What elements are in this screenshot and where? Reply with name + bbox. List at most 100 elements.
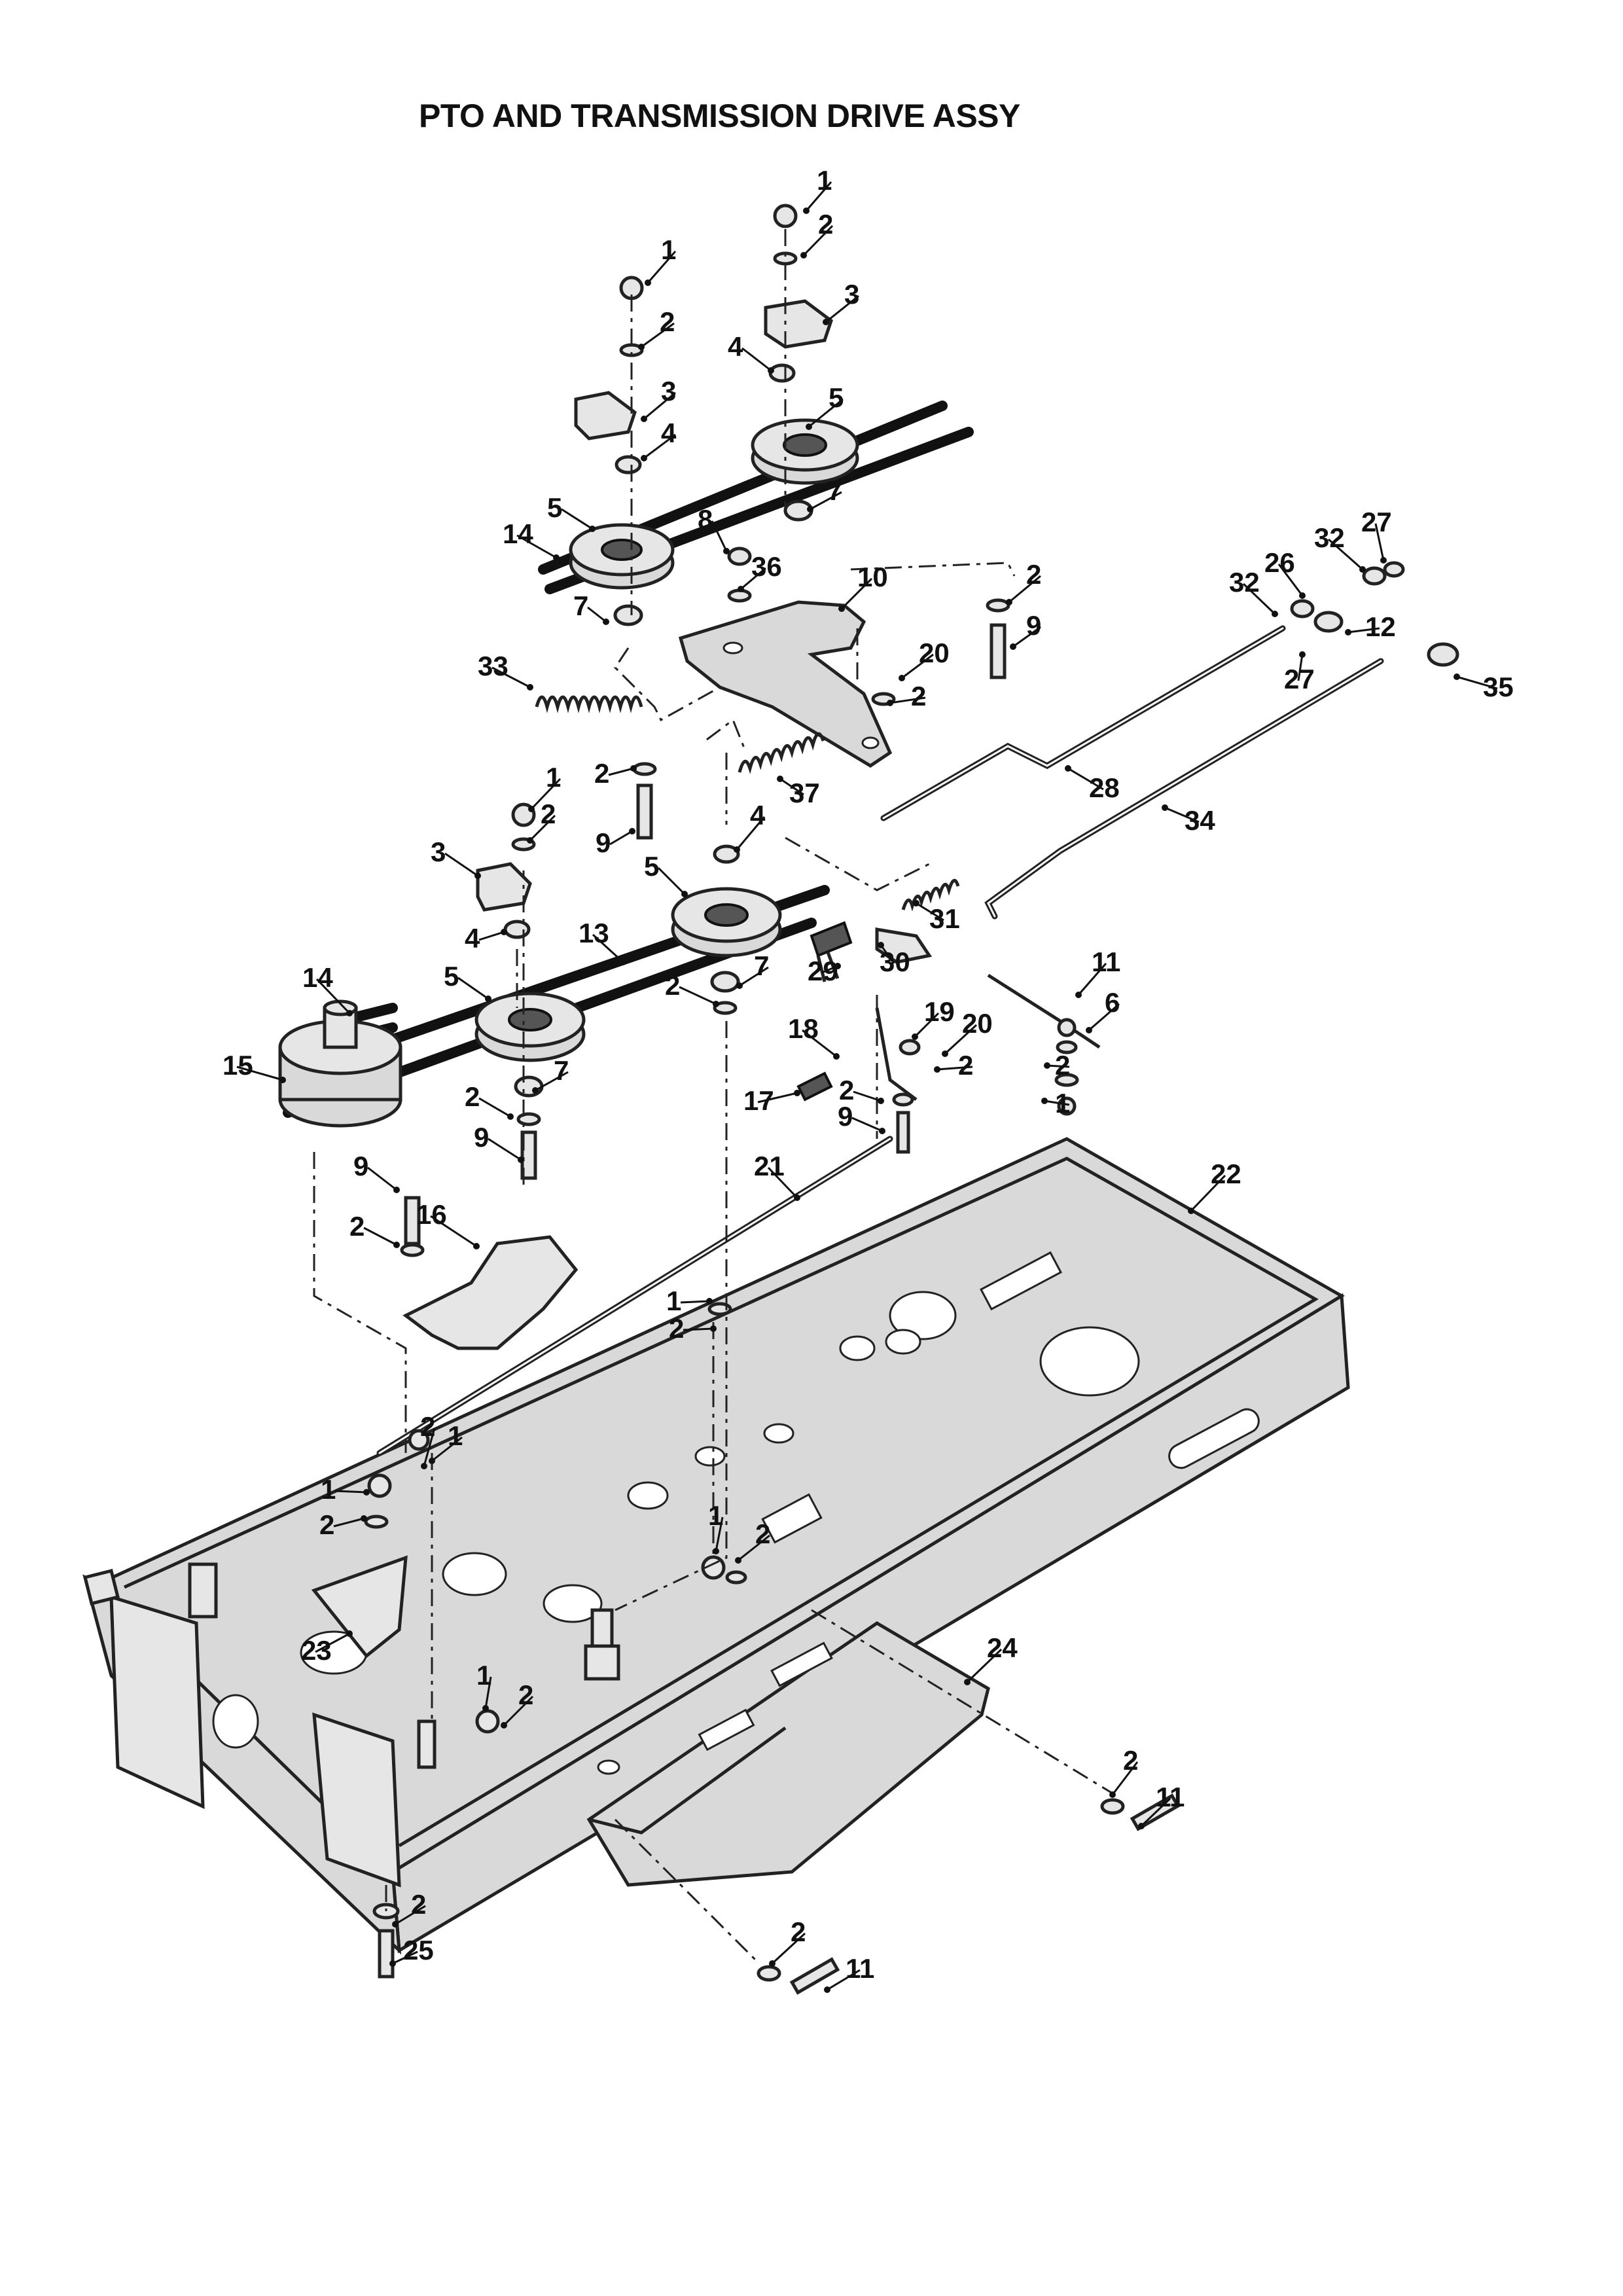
callout-leader	[739, 966, 769, 987]
callout-number: 24	[987, 1632, 1018, 1663]
callout-dot	[736, 982, 743, 989]
callout-2: 2	[420, 1411, 436, 1469]
callout-leader	[827, 1969, 861, 1991]
callout-number: 7	[827, 475, 842, 506]
callout-7: 7	[807, 475, 842, 512]
callout-dot	[964, 1679, 971, 1685]
callout-number: 1	[1055, 1088, 1070, 1119]
callout-number: 5	[444, 961, 459, 992]
callout-2: 2	[839, 1075, 884, 1105]
callout-dot	[738, 586, 744, 592]
callout-dot	[1006, 599, 1012, 605]
callout-2: 2	[319, 1509, 367, 1540]
callout-number: 3	[661, 376, 676, 406]
callout-number: 7	[754, 950, 769, 981]
callout-1: 1	[321, 1474, 370, 1505]
callout-leader	[810, 491, 842, 511]
callout-leader	[1012, 626, 1041, 648]
callout-dot	[833, 1053, 840, 1060]
callout-2: 2	[800, 209, 833, 259]
callout-leader	[853, 1090, 882, 1102]
callout-leader	[711, 520, 728, 552]
callout-number: 1	[476, 1660, 491, 1691]
callout-1: 1	[476, 1660, 492, 1712]
cover-plate	[586, 1621, 990, 1887]
callout-leader	[840, 577, 873, 610]
callout-leader	[1164, 806, 1200, 823]
callout-leader	[529, 814, 556, 842]
callout-number: 16	[416, 1199, 447, 1230]
callout-28: 28	[1065, 765, 1120, 803]
callout-dot	[603, 619, 609, 625]
callout-20: 20	[942, 1008, 993, 1057]
callout-number: 2	[839, 1075, 854, 1105]
callout-leader	[1347, 627, 1380, 634]
callout-dot	[393, 1242, 400, 1248]
callout-leader	[484, 1676, 492, 1709]
callout-number: 2	[1123, 1745, 1138, 1776]
callout-number: 19	[924, 996, 955, 1027]
callout-number: 20	[919, 637, 950, 668]
callout-number: 28	[1089, 772, 1120, 803]
callout-dot	[630, 765, 637, 772]
callout-leader	[738, 1534, 770, 1562]
callout-dot	[1044, 1062, 1050, 1069]
callout-3: 3	[641, 376, 676, 422]
callout-number: 2	[594, 758, 609, 789]
callout-5: 5	[644, 851, 688, 897]
callout-dot	[392, 1921, 399, 1928]
callout-dot	[1345, 629, 1351, 636]
callout-2: 2	[735, 1518, 770, 1564]
callout-number: 9	[1026, 610, 1041, 641]
callout-number: 29	[808, 956, 838, 986]
callout-number: 26	[1264, 547, 1295, 578]
callout-leader	[914, 1012, 940, 1038]
callout-number: 32	[1229, 567, 1260, 598]
callout-16: 16	[416, 1199, 480, 1249]
callout-dot	[473, 1243, 480, 1249]
callout-14: 14	[503, 518, 560, 561]
callout-leader	[535, 1071, 569, 1092]
callout-number: 2	[669, 1313, 684, 1344]
callout-leader	[530, 778, 562, 810]
callout-8: 8	[698, 504, 730, 554]
callout-dot	[1075, 992, 1082, 998]
callout-1: 1	[1041, 1088, 1070, 1119]
callout-6: 6	[1086, 987, 1120, 1033]
callout-dot	[645, 279, 651, 286]
callout-leader	[333, 1517, 365, 1528]
callout-number: 2	[911, 681, 926, 711]
callout-leader	[478, 1097, 511, 1118]
callout-dot	[899, 675, 905, 681]
callout-dot	[824, 1986, 830, 1993]
callout-number: 4	[465, 923, 480, 954]
callout-leader	[561, 508, 593, 530]
callout-dot	[1065, 765, 1071, 772]
callout-leader	[1277, 564, 1304, 596]
callout-dot	[794, 1194, 800, 1201]
tension-arm	[678, 600, 893, 768]
pto-clutch-pulley	[278, 999, 402, 1128]
callout-leader	[444, 852, 478, 877]
callout-dot	[912, 1033, 918, 1040]
callout-dot	[942, 1050, 948, 1057]
callout-number: 10	[857, 562, 888, 592]
callout-9: 9	[838, 1101, 885, 1134]
callout-2: 2	[392, 1889, 426, 1928]
callout-leader	[679, 986, 717, 1005]
callout-leader	[1046, 1064, 1070, 1068]
callout-27: 27	[1361, 507, 1392, 564]
mounting-bracket	[402, 1235, 579, 1350]
callout-number: 15	[223, 1050, 253, 1081]
callout-leader	[1140, 1797, 1171, 1827]
callout-number: 3	[431, 836, 446, 867]
callout-leader	[740, 567, 766, 590]
callout-dot	[429, 1458, 435, 1464]
callout-number: 1	[661, 234, 676, 265]
callout-2: 2	[1044, 1050, 1070, 1081]
callout-dot	[1272, 611, 1278, 617]
callout-number: 25	[403, 1935, 434, 1965]
small-brackets	[476, 299, 1101, 1101]
callout-number: 6	[1105, 987, 1120, 1018]
